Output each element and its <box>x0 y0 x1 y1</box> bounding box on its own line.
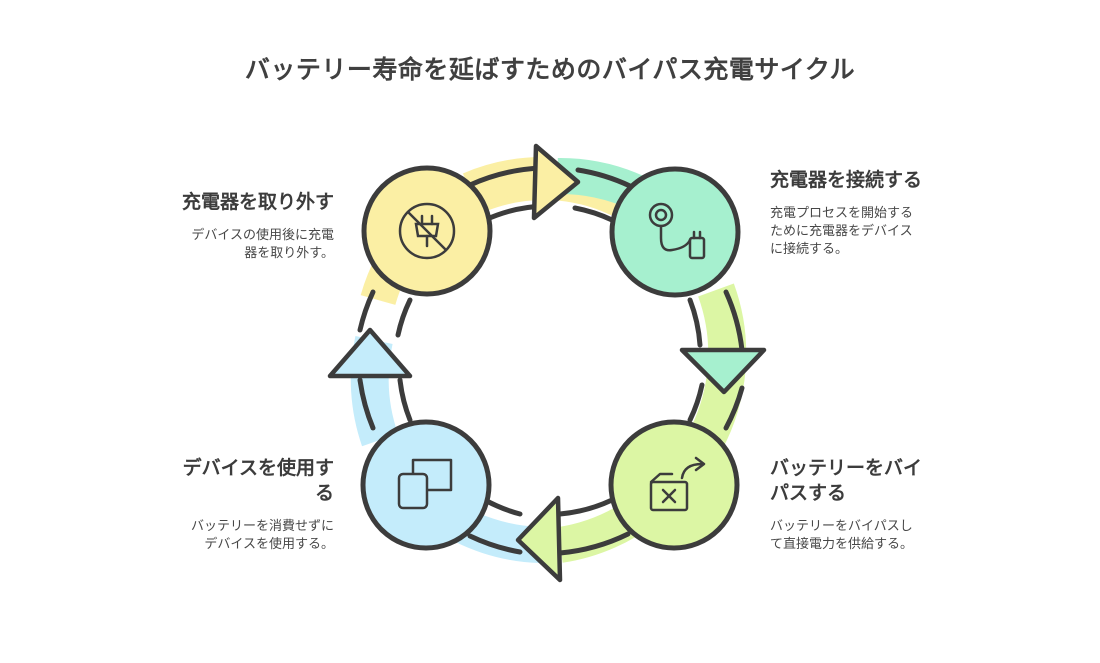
ring-outer-left-up <box>357 289 376 333</box>
ring-outer-bottomleft <box>467 533 523 555</box>
step-bypass-title-line: パスする <box>770 482 847 504</box>
step-connect-desc-line: 充電プロセスを開始する <box>770 206 914 221</box>
ring-outer-right <box>723 289 745 353</box>
step-use-title: デバイスを使用す る <box>140 456 334 506</box>
step-bypass: バッテリーをバイ パスする バッテリーをバイパスし て直接電力を供給する。 <box>770 456 970 554</box>
arrowheads <box>327 143 767 583</box>
ring-inner-right <box>687 297 703 348</box>
unplug-icon <box>398 202 456 260</box>
step-bypass-desc: バッテリーをバイパスし て直接電力を供給する。 <box>770 518 970 554</box>
step-circle-bypass <box>608 419 740 551</box>
step-use-desc-line: バッテリーを消費せずに <box>190 519 334 534</box>
step-bypass-desc-line: バッテリーをバイパスし <box>770 519 913 534</box>
ring-inner-left-up <box>395 297 413 338</box>
step-use-desc-line: デバイスを使用する。 <box>204 537 334 552</box>
ring-inner-bottom <box>557 497 615 517</box>
ring-outer-right-low <box>723 385 745 431</box>
step-disconnect: 充電器を取り外す デバイスの使用後に充電 器を取り外す。 <box>140 190 334 263</box>
step-use-title-line: る <box>314 482 334 504</box>
ring-inner-bottomleft <box>482 497 523 517</box>
step-circles <box>360 165 741 551</box>
devices-icon <box>397 458 453 510</box>
step-use: デバイスを使用す る バッテリーを消費せずに デバイスを使用する。 <box>140 456 334 554</box>
step-bypass-title: バッテリーをバイ パスする <box>770 456 970 506</box>
ring-inner-left <box>397 377 413 423</box>
battery-bypass-icon <box>649 456 706 512</box>
charger-cable-icon <box>648 202 706 260</box>
arrowhead-right <box>679 347 767 395</box>
arrowhead-top <box>531 143 581 221</box>
step-connect-desc-line: ために充電器をデバイス <box>770 224 913 239</box>
step-bypass-desc-line: て直接電力を供給する。 <box>770 537 914 552</box>
step-circle-use <box>360 419 492 551</box>
step-connect-title: 充電器を接続する <box>770 169 923 191</box>
step-connect: 充電器を接続する 充電プロセスを開始する ために充電器をデバイス に接続する。 <box>770 168 970 259</box>
step-connect-desc: 充電プロセスを開始する ために充電器をデバイス に接続する。 <box>770 205 970 259</box>
step-bypass-title-line: バッテリーをバイ <box>770 457 923 479</box>
page-title: バッテリー寿命を延ばすためのバイパス充電サイクル <box>244 55 856 84</box>
arrowhead-bottom <box>515 495 563 583</box>
step-disconnect-desc-line: 器を取り外す。 <box>244 246 334 261</box>
step-disconnect-title: 充電器を取り外す <box>181 191 334 213</box>
step-use-title-line: デバイスを使用す <box>182 457 334 479</box>
step-disconnect-desc-line: デバイスの使用後に充電 <box>191 228 334 243</box>
step-circle-connect <box>609 166 741 298</box>
step-use-desc: バッテリーを消費せずに デバイスを使用する。 <box>140 518 334 554</box>
ring-outer-topright <box>575 167 633 189</box>
step-circle-disconnect <box>361 165 493 297</box>
step-connect-desc-line: に接続する。 <box>770 242 849 257</box>
step-disconnect-desc: デバイスの使用後に充電 器を取り外す。 <box>140 227 334 263</box>
arrowhead-left <box>327 327 413 379</box>
ring-outer-left <box>357 377 376 431</box>
ring-outer-bottom <box>557 531 631 556</box>
ring-inner-right-low <box>687 382 705 423</box>
